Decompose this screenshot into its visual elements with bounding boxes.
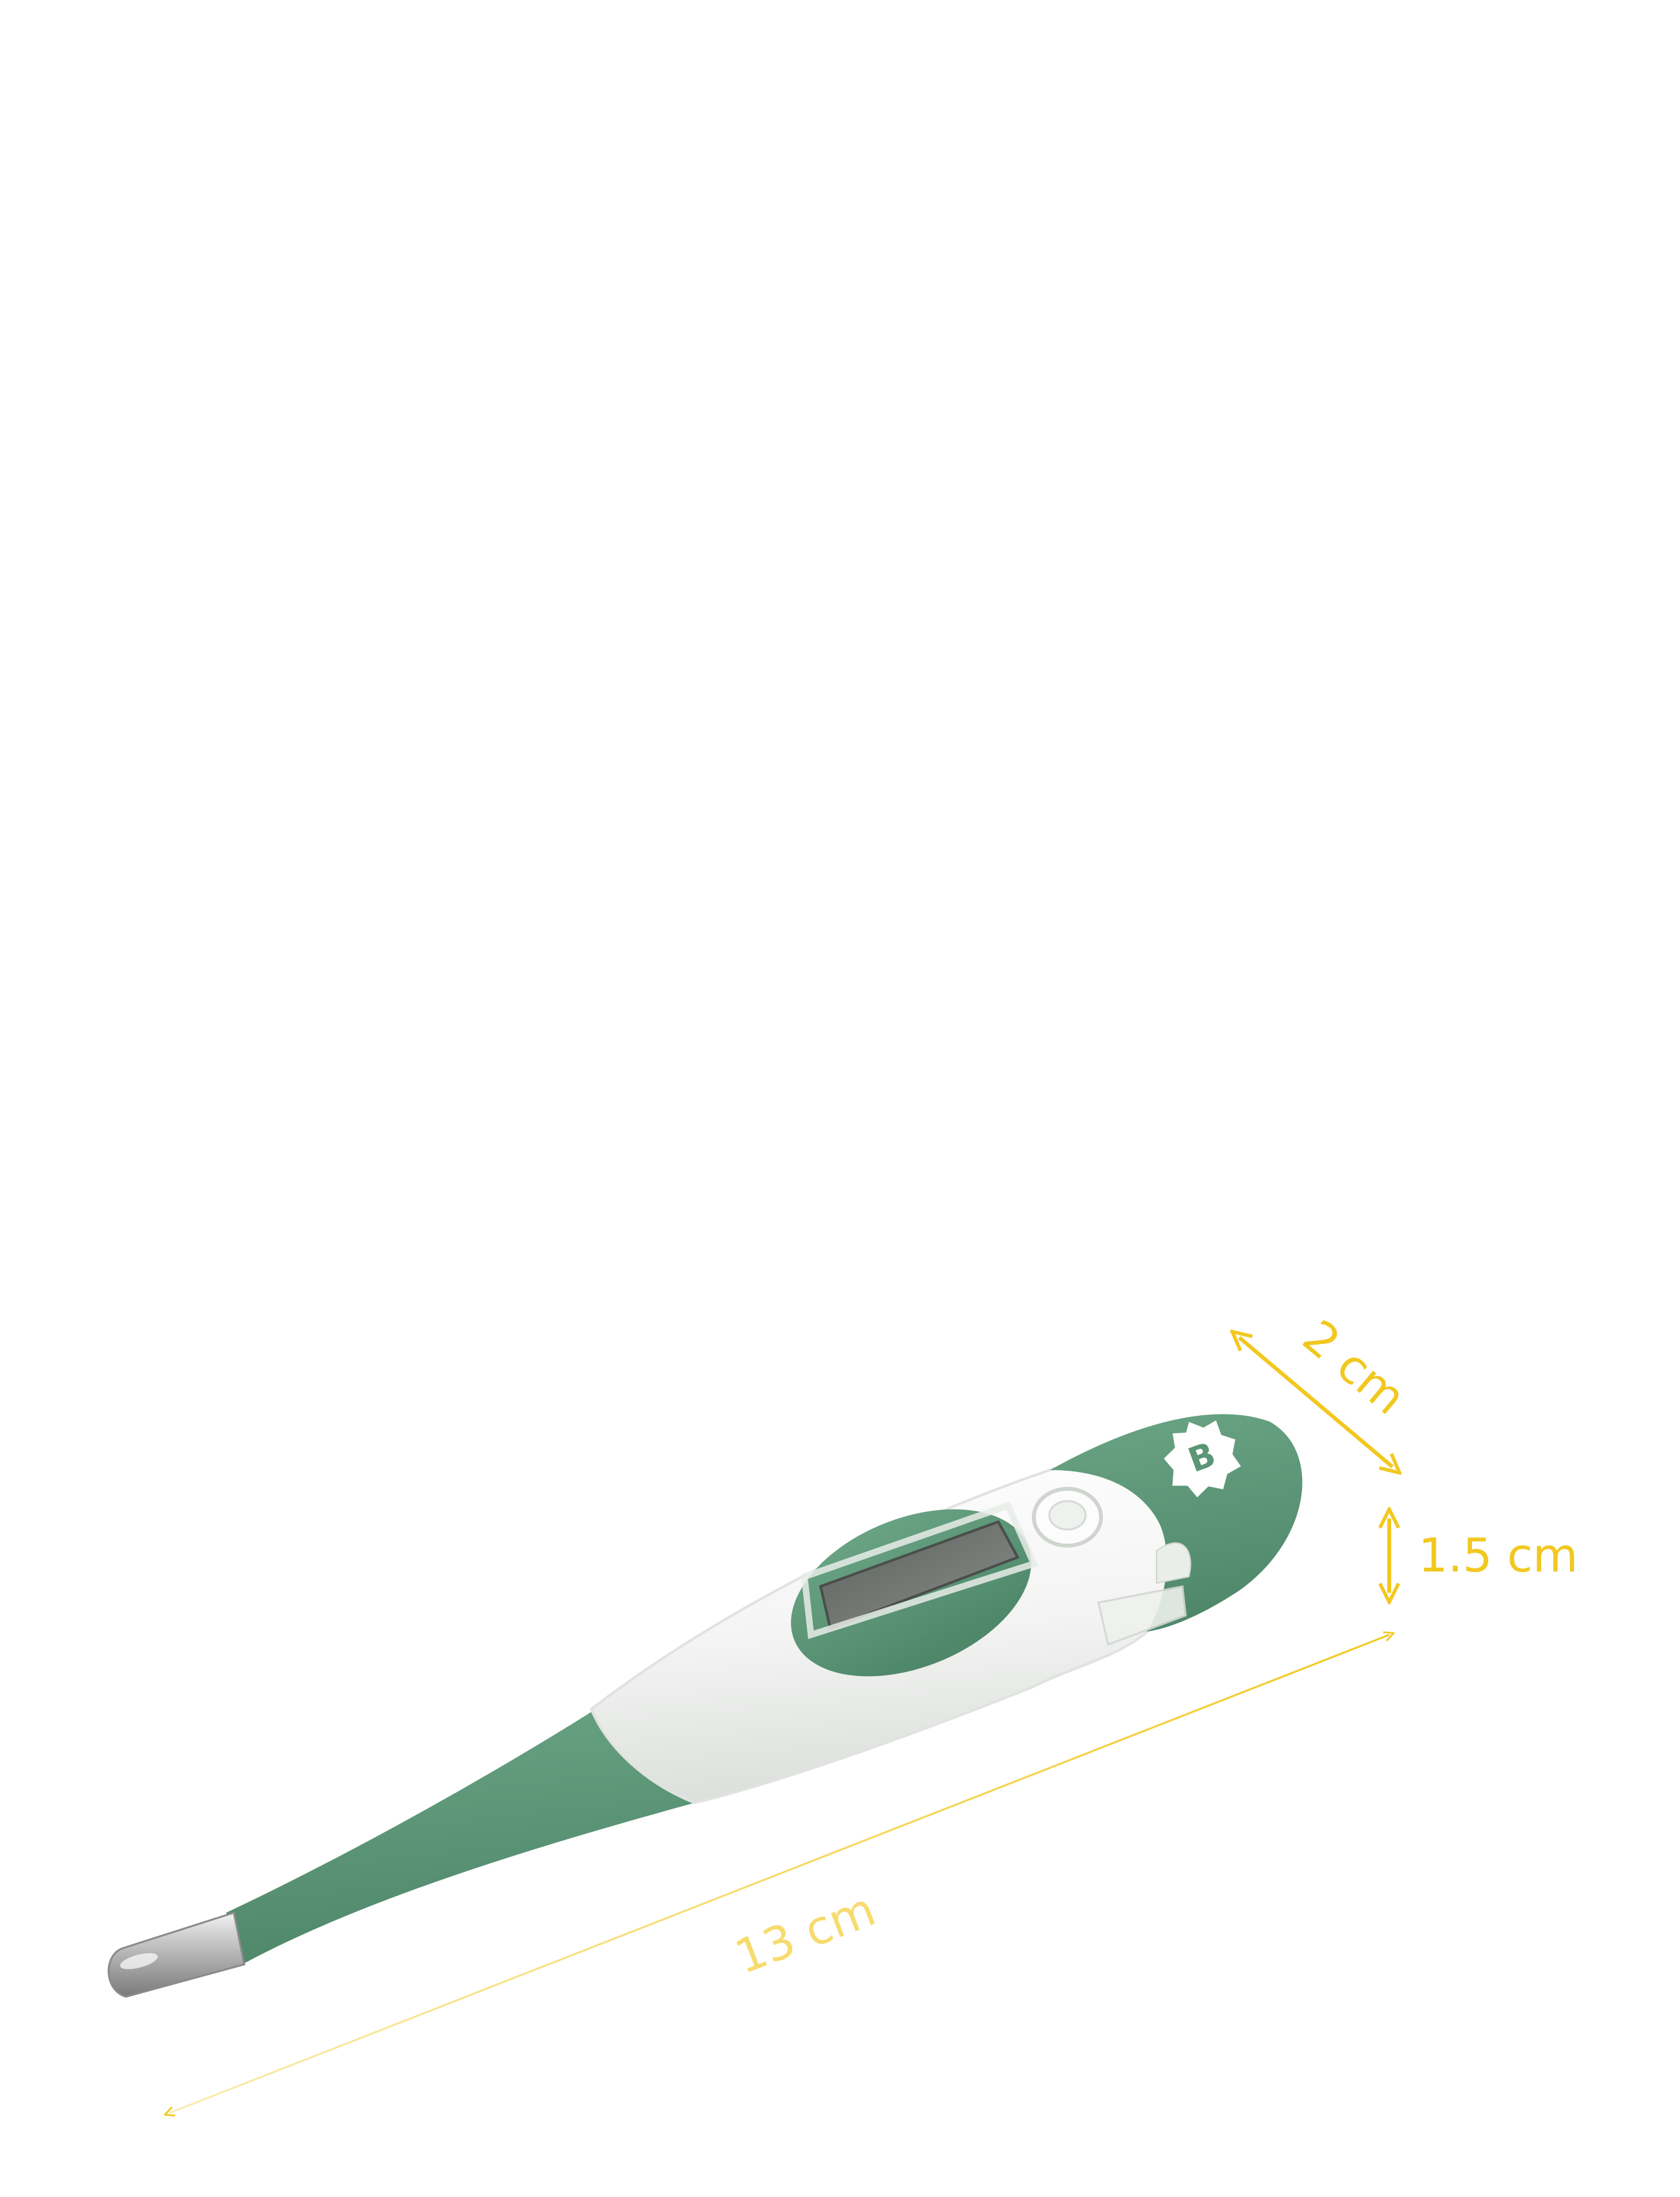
length-arrow bbox=[169, 1635, 1389, 2113]
length-label: 13 cm bbox=[728, 1882, 882, 1984]
cap-clip bbox=[1097, 1585, 1187, 1646]
brand-logo-icon: B bbox=[1164, 1420, 1241, 1498]
lcd-screen bbox=[819, 1520, 1020, 1630]
cap-ridge bbox=[1156, 1542, 1192, 1584]
width-label: 2 cm bbox=[1293, 1309, 1416, 1425]
metal-tip bbox=[107, 1911, 246, 1998]
width-arrow bbox=[1239, 1338, 1392, 1467]
thermometer: B bbox=[107, 1414, 1303, 1998]
power-button-inner bbox=[1048, 1500, 1087, 1531]
height-label: 1.5 cm bbox=[1418, 1528, 1578, 1582]
tip-highlight bbox=[120, 1953, 158, 1970]
lcd-frame bbox=[801, 1501, 1038, 1639]
